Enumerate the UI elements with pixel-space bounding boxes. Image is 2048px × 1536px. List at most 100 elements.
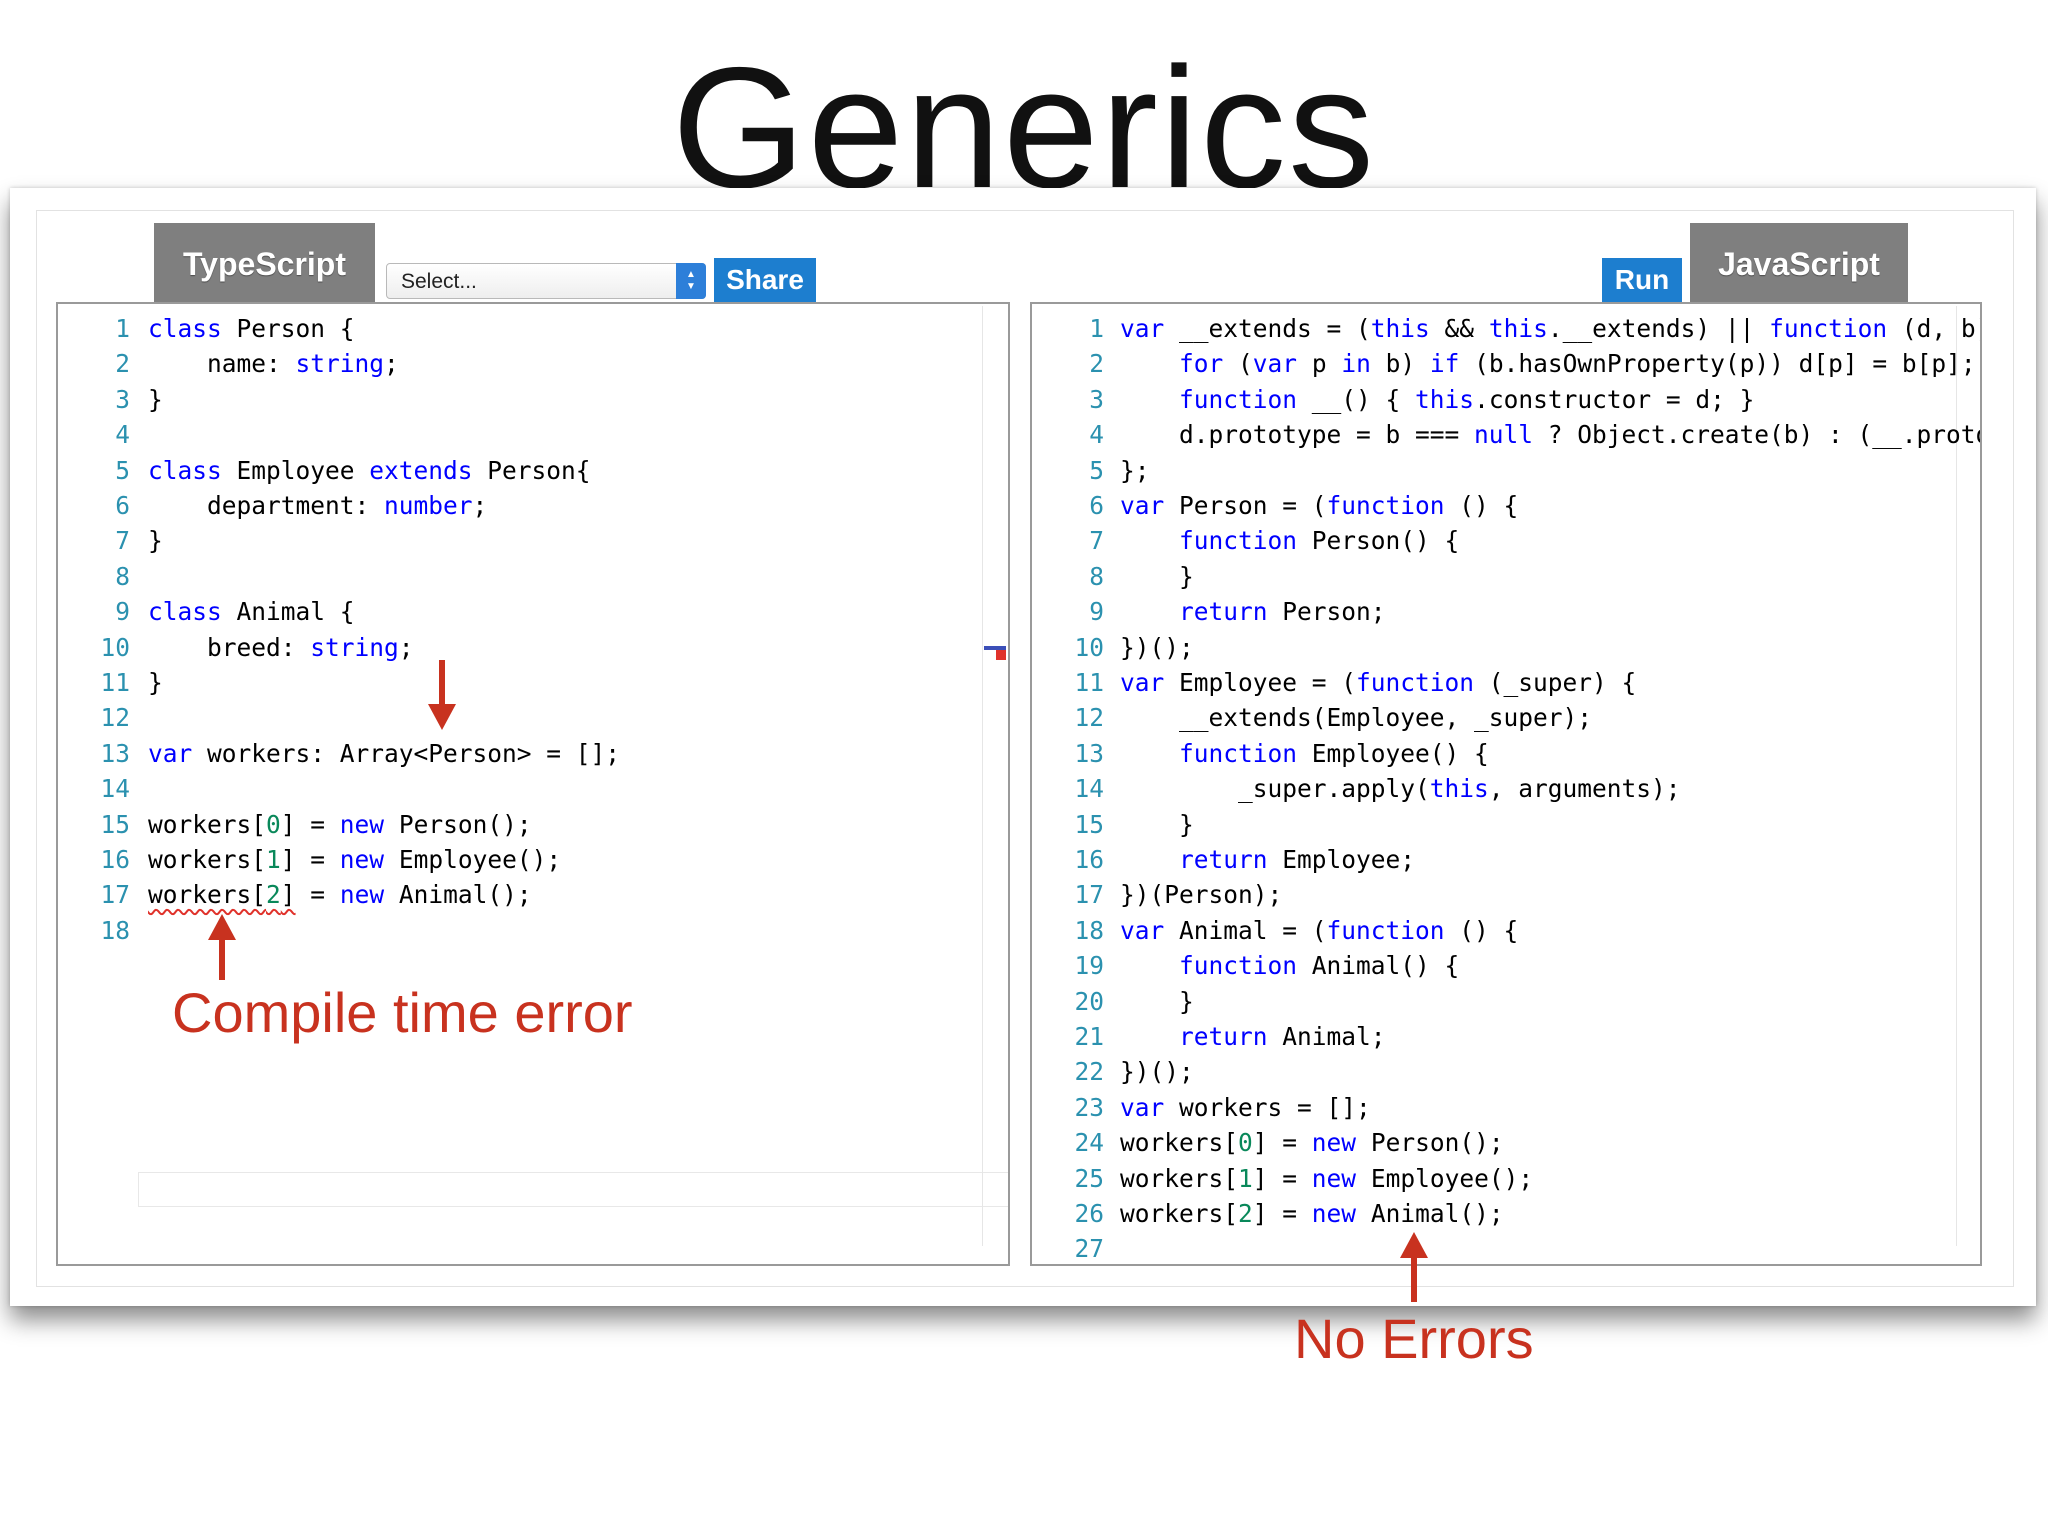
code-line[interactable]: 15 } — [1032, 807, 1980, 842]
code-line[interactable]: 21 return Animal; — [1032, 1019, 1980, 1054]
code-token — [1120, 385, 1179, 414]
scrollbar-marker — [984, 646, 1006, 650]
editor-scrollbar[interactable] — [982, 306, 1005, 1246]
code-line[interactable]: 2 name: string; — [58, 346, 1008, 381]
code-line[interactable]: 22})(); — [1032, 1054, 1980, 1089]
code-line[interactable]: 16 return Employee; — [1032, 842, 1980, 877]
line-number: 17 — [100, 880, 130, 910]
run-button[interactable]: Run — [1602, 258, 1682, 302]
code-line[interactable]: 18 — [58, 913, 1008, 948]
code-line[interactable]: 27 — [1032, 1231, 1980, 1264]
code-token: } — [148, 384, 163, 414]
code-text: var Employee = (function (_super) { — [1120, 665, 1636, 700]
code-line[interactable]: 7 function Person() { — [1032, 523, 1980, 558]
code-token: workers = []; — [1164, 1092, 1371, 1122]
code-token: } — [1120, 986, 1194, 1016]
code-token: if — [1429, 349, 1460, 379]
line-number: 13 — [1074, 738, 1104, 768]
example-select[interactable]: Select... ▲▼ — [386, 263, 706, 299]
line-number: 15 — [1074, 809, 1104, 839]
code-line[interactable]: 5}; — [1032, 453, 1980, 488]
code-token: function — [1356, 668, 1475, 697]
editor-scrollbar[interactable] — [1956, 306, 1979, 1246]
code-line[interactable]: 4 — [58, 417, 1008, 452]
code-token: workers[ — [1120, 1163, 1239, 1193]
code-line[interactable]: 7} — [58, 523, 1008, 558]
line-number: 18 — [1074, 915, 1104, 945]
line-number: 22 — [1074, 1057, 1104, 1087]
code-token: new — [339, 809, 385, 839]
code-token: 2 — [1238, 1199, 1253, 1228]
code-line[interactable]: 19 function Animal() { — [1032, 948, 1980, 983]
code-token: Person() { — [1297, 526, 1460, 556]
code-line[interactable]: 20 } — [1032, 984, 1980, 1019]
code-token: number — [384, 491, 473, 520]
code-token: })(); — [1120, 632, 1194, 662]
code-token: Animal(); — [384, 880, 532, 910]
line-number: 18 — [100, 915, 130, 945]
code-line[interactable]: 14 _super.apply(this, arguments); — [1032, 771, 1980, 806]
code-line[interactable]: 13 function Employee() { — [1032, 736, 1980, 771]
code-token: Person { — [221, 314, 355, 343]
code-text: d.prototype = b === null ? Object.create… — [1120, 417, 1980, 452]
code-line[interactable]: 12 — [58, 700, 1008, 735]
code-token: new — [1311, 1163, 1357, 1193]
code-line[interactable]: 9 return Person; — [1032, 594, 1980, 629]
code-line[interactable]: 10 breed: string; — [58, 630, 1008, 665]
code-text: } — [148, 665, 163, 700]
code-token: 2 — [266, 880, 281, 910]
code-token: workers[ — [148, 845, 267, 874]
code-text: } — [1120, 559, 1194, 594]
code-line[interactable]: 1 class Person { — [58, 311, 1008, 346]
line-number: 9 — [1089, 597, 1104, 627]
code-line[interactable]: 17})(Person); — [1032, 877, 1980, 912]
code-token: 0 — [1238, 1128, 1253, 1158]
code-token: return — [1179, 845, 1268, 874]
code-line[interactable]: 10})(); — [1032, 630, 1980, 665]
code-token: p — [1297, 349, 1342, 379]
code-token: class — [148, 597, 222, 627]
tab-javascript[interactable]: JavaScript — [1690, 223, 1908, 305]
code-line[interactable]: 2 for (var p in b) if (b.hasOwnProperty(… — [1032, 346, 1980, 381]
code-line[interactable]: 6 department: number; — [58, 488, 1008, 523]
code-line[interactable]: 3} — [58, 382, 1008, 417]
code-line[interactable]: 14 — [58, 771, 1008, 806]
code-text: } — [148, 523, 163, 558]
code-line[interactable]: 4 d.prototype = b === null ? Object.crea… — [1032, 417, 1980, 452]
line-number: 1 — [115, 314, 130, 343]
code-line[interactable]: 8 } — [1032, 559, 1980, 594]
line-number: 1 — [1089, 314, 1104, 343]
code-token: (_super) { — [1474, 668, 1637, 697]
share-button[interactable]: Share — [714, 258, 816, 302]
code-line[interactable]: 3 function __() { this.constructor = d; … — [1032, 382, 1980, 417]
code-token: class — [148, 314, 222, 343]
code-text: workers[2] = new Animal(); — [1120, 1196, 1504, 1231]
code-line[interactable]: 12 __extends(Employee, _super); — [1032, 700, 1980, 735]
code-text: _super.apply(this, arguments); — [1120, 771, 1681, 806]
code-token: var — [1120, 314, 1165, 343]
code-line[interactable]: 11} — [58, 665, 1008, 700]
code-text: function __() { this.constructor = d; } — [1120, 382, 1754, 417]
tab-typescript[interactable]: TypeScript — [154, 223, 375, 305]
line-number: 12 — [1074, 703, 1104, 733]
code-token: && — [1429, 314, 1489, 343]
code-token: return — [1179, 597, 1268, 627]
code-line[interactable]: 8 — [58, 559, 1008, 594]
code-token: d.prototype = b === — [1120, 420, 1475, 450]
